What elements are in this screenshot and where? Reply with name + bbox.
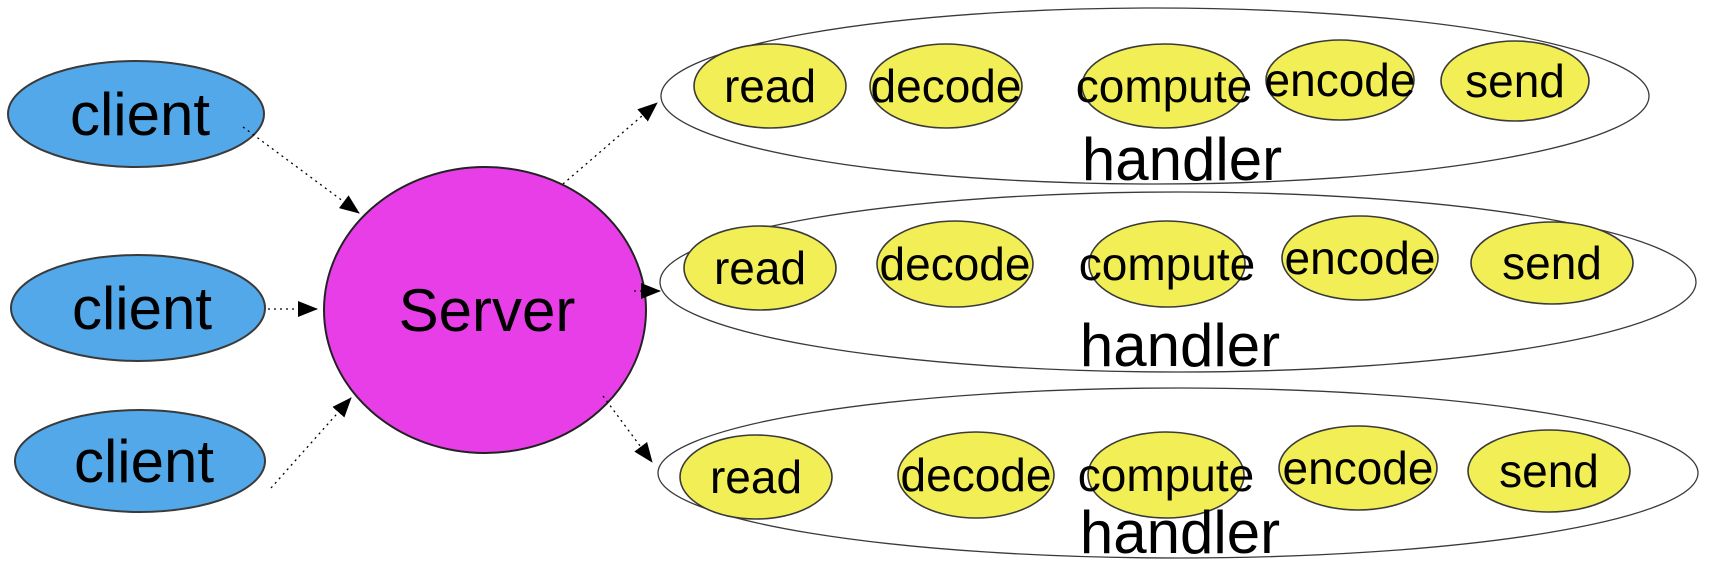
task-label-decode-2: decode (880, 238, 1031, 290)
task-node-decode-3 (897, 431, 1055, 519)
task-label-compute-2: compute (1079, 238, 1255, 290)
task-node-encode-1 (1265, 39, 1415, 121)
arrow-server-to-handler3 (602, 395, 653, 463)
task-node-read-3 (679, 434, 833, 520)
task-label-read-2: read (714, 242, 806, 294)
client-node-3: client (14, 409, 266, 513)
client-1-label: client (70, 81, 210, 148)
task-label-decode-1: decode (871, 60, 1022, 112)
arrow-client1-to-server (242, 126, 360, 214)
task-node-send-1 (1440, 40, 1590, 122)
server-ellipse (323, 166, 647, 454)
task-label-encode-3: encode (1283, 442, 1434, 494)
client-3-ellipse (14, 409, 266, 513)
task-node-read-2 (683, 225, 837, 311)
handler-label-2: handler (1080, 312, 1280, 379)
task-label-read-1: read (724, 60, 816, 112)
arrow-server-to-handler1 (562, 102, 658, 185)
task-node-compute-1 (1081, 43, 1247, 129)
client-1-ellipse (7, 60, 265, 168)
task-label-read-3: read (710, 451, 802, 503)
task-node-compute-2 (1088, 220, 1246, 308)
client-node-1: client (7, 60, 265, 168)
task-label-compute-1: compute (1076, 60, 1252, 112)
handler-label-3: handler (1080, 499, 1280, 566)
task-node-send-3 (1467, 429, 1631, 513)
task-node-compute-3 (1087, 431, 1245, 519)
client-3-label: client (74, 428, 214, 495)
task-label-encode-1: encode (1265, 54, 1416, 106)
task-label-encode-2: encode (1285, 232, 1436, 284)
arrow-client3-to-server (270, 397, 352, 489)
handler-group-2: read decode compute encode send handler (659, 191, 1697, 379)
task-node-send-2 (1470, 221, 1634, 305)
client-2-label: client (72, 275, 212, 342)
server-node: Server (323, 166, 647, 454)
task-node-encode-3 (1278, 425, 1438, 511)
task-label-send-3: send (1499, 445, 1599, 497)
handler-group-1: read decode compute encode send handler (660, 7, 1650, 193)
handler-group-3: read decode compute encode send handler (657, 387, 1699, 566)
task-label-send-2: send (1502, 237, 1602, 289)
server-label: Server (399, 277, 576, 344)
task-label-decode-3: decode (901, 449, 1052, 501)
task-label-send-1: send (1465, 55, 1565, 107)
task-node-decode-2 (876, 220, 1034, 308)
client-node-2: client (10, 254, 266, 362)
edges (242, 102, 661, 489)
handler-label-1: handler (1082, 126, 1282, 193)
task-node-decode-1 (869, 43, 1023, 129)
client-2-ellipse (10, 254, 266, 362)
task-node-read-1 (693, 43, 847, 129)
task-node-encode-2 (1281, 215, 1439, 301)
task-label-compute-3: compute (1078, 449, 1254, 501)
